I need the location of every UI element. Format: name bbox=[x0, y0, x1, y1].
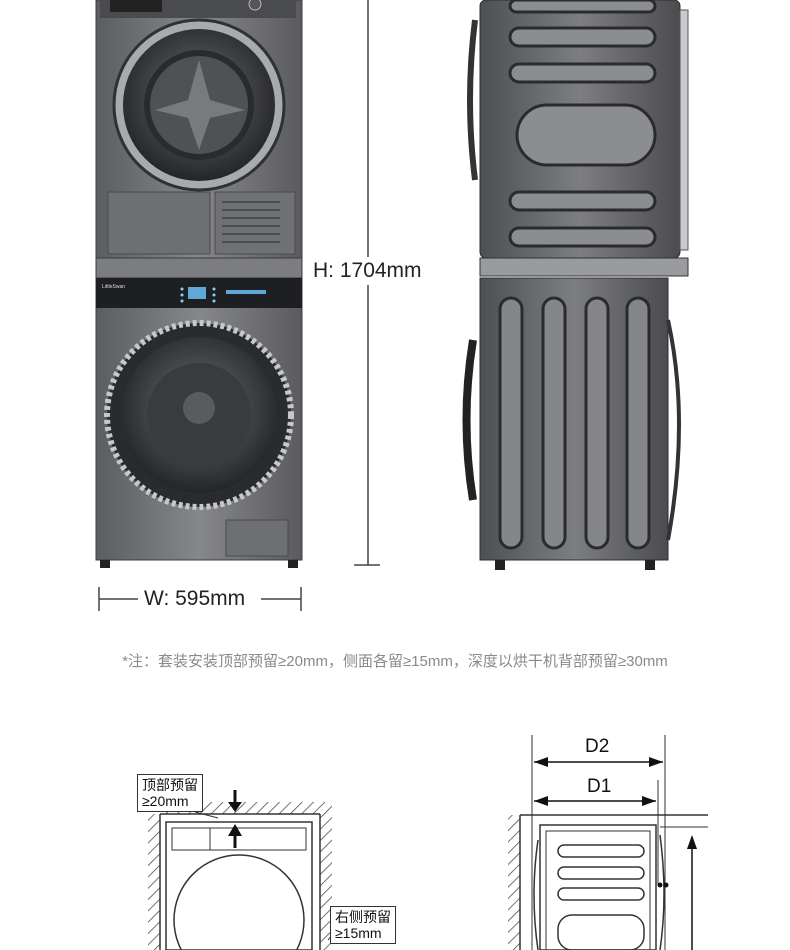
side-clearance-callout: 右侧预留 ≥15mm bbox=[330, 906, 396, 944]
height-dimension-line bbox=[354, 0, 380, 566]
appliance-outline bbox=[165, 821, 313, 950]
top-clearance-value: ≥20mm bbox=[142, 793, 189, 809]
top-clearance-callout: 顶部预留 ≥20mm bbox=[137, 774, 203, 812]
washer-feet bbox=[100, 560, 110, 568]
side-clearance-value: ≥15mm bbox=[335, 925, 382, 941]
width-label: W: 595mm bbox=[144, 587, 246, 610]
side-stacking-bracket bbox=[479, 257, 689, 277]
right-wall bbox=[320, 802, 332, 950]
top-clearance-label: 顶部预留 bbox=[142, 777, 198, 793]
left-wall bbox=[148, 814, 160, 950]
dryer-filter-panel bbox=[107, 191, 211, 255]
front-view-illustration: LittleSwan bbox=[95, 0, 303, 568]
side-wall bbox=[508, 815, 520, 950]
installation-note: *注：套装安装顶部预留≥20mm，侧面各留≥15mm，深度以烘干机背部预留≥30… bbox=[122, 653, 668, 670]
d2-label: D2 bbox=[585, 736, 610, 757]
depth-clearance-diagram bbox=[508, 735, 708, 950]
d1-label: D1 bbox=[587, 776, 612, 797]
washer-brand-logo: LittleSwan bbox=[102, 284, 125, 290]
height-label: H: 1704mm bbox=[313, 257, 422, 285]
side-clearance-label: 右侧预留 bbox=[335, 909, 391, 925]
appliance-side-outline bbox=[539, 824, 657, 950]
front-clearance-diagram bbox=[148, 790, 337, 950]
washer-filter-panel bbox=[225, 519, 289, 557]
side-view-illustration bbox=[462, 0, 689, 570]
width-dimension-line bbox=[98, 587, 302, 611]
stacking-bracket bbox=[95, 257, 303, 279]
